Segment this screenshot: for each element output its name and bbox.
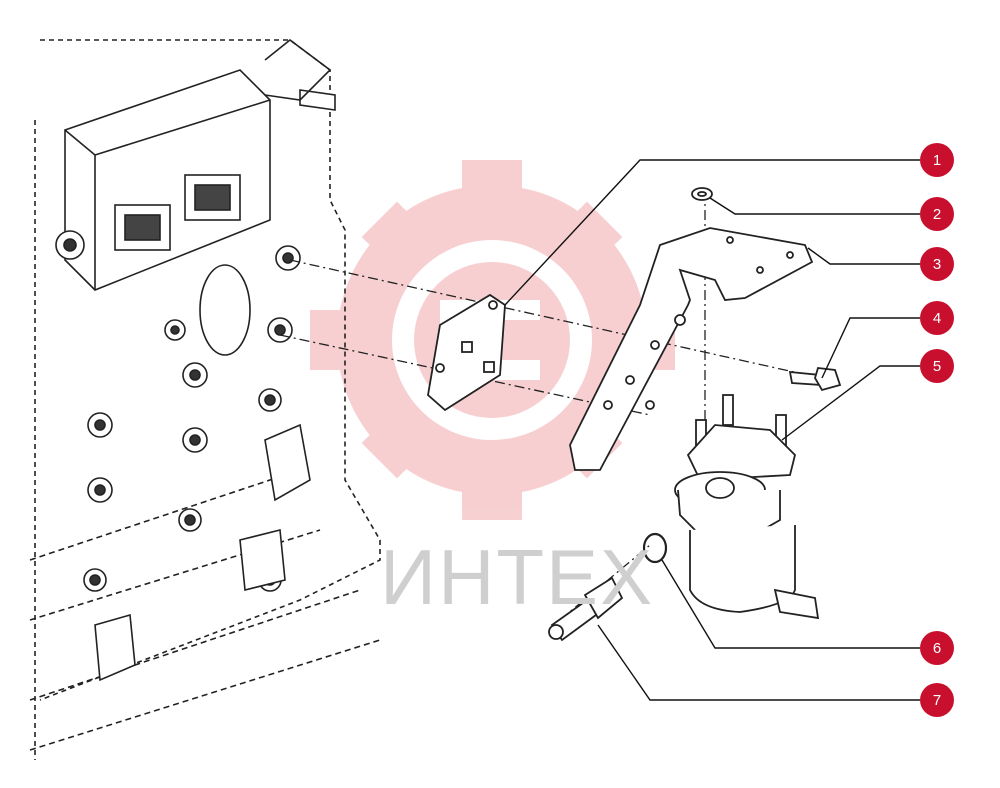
- mounting-bracket: [569, 227, 814, 471]
- bolt: [788, 367, 842, 392]
- callout-6: 6: [920, 631, 954, 665]
- engine-block: [29, 38, 381, 760]
- callout-3: 3: [920, 247, 954, 281]
- gasket-plate: [427, 293, 506, 412]
- o-ring: [642, 532, 668, 564]
- watermark-text: ИНТЕХ: [380, 533, 655, 621]
- hose-fitting: [548, 576, 624, 642]
- callout-1: 1: [920, 143, 954, 177]
- callout-5: 5: [920, 349, 954, 383]
- leader-lines: [504, 159, 920, 701]
- nut: [691, 187, 713, 201]
- callout-7: 7: [920, 683, 954, 717]
- callout-4: 4: [920, 301, 954, 335]
- callout-2: 2: [920, 197, 954, 231]
- fuel-filter-assembly: [674, 394, 820, 620]
